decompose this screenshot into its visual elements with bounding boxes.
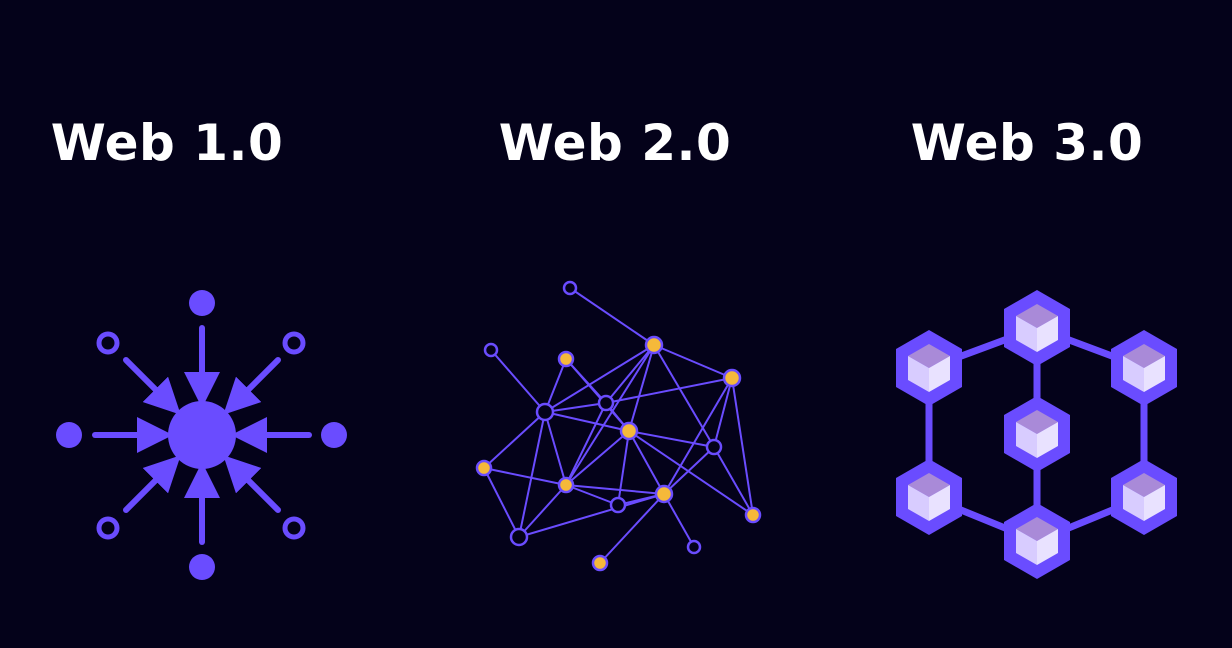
arrow-bottom-left [123,455,181,513]
network-node-highlight [619,421,639,441]
network-hollow-nodes [483,280,723,555]
arrow-bottom-right [223,455,281,513]
outer-ring-top-left [96,331,120,355]
network-node-highlight [557,476,575,494]
network-node [705,438,723,456]
block-cube [896,330,962,406]
network-node [483,342,499,358]
block-cube [1004,396,1070,472]
outer-ring-top-right [282,331,306,355]
network-node-highlight [722,368,742,388]
block-cube [1004,290,1070,366]
outer-node-right [321,422,347,448]
network-node-highlight [654,484,674,504]
network-node [609,496,627,514]
outer-node-left [56,422,82,448]
network-node [597,394,615,412]
hub-center-node [168,401,236,469]
block-cube [1111,459,1177,535]
network-node [509,527,529,547]
web1-title: Web 1.0 [50,114,284,172]
network-node-highlight [744,506,762,524]
network-highlight-nodes [475,335,762,572]
network-node-highlight [591,554,609,572]
outer-node-top [189,290,215,316]
network-node-highlight [644,335,664,355]
network-edges [483,287,754,564]
web3-title: Web 3.0 [910,114,1144,172]
network-node [686,539,702,555]
network-node [562,280,578,296]
block-cube [896,459,962,535]
arrow-top-left [123,357,181,415]
outer-node-bottom [189,554,215,580]
block-cube [1004,503,1070,579]
web2-title: Web 2.0 [498,114,732,172]
block-cube [1111,330,1177,406]
network-node [535,402,555,422]
network-node-highlight [475,459,493,477]
arrow-top-right [223,357,281,415]
web1-hub-group [92,325,312,545]
outer-ring-bottom-left [96,516,120,540]
network-node-highlight [557,350,575,368]
outer-ring-bottom-right [282,516,306,540]
